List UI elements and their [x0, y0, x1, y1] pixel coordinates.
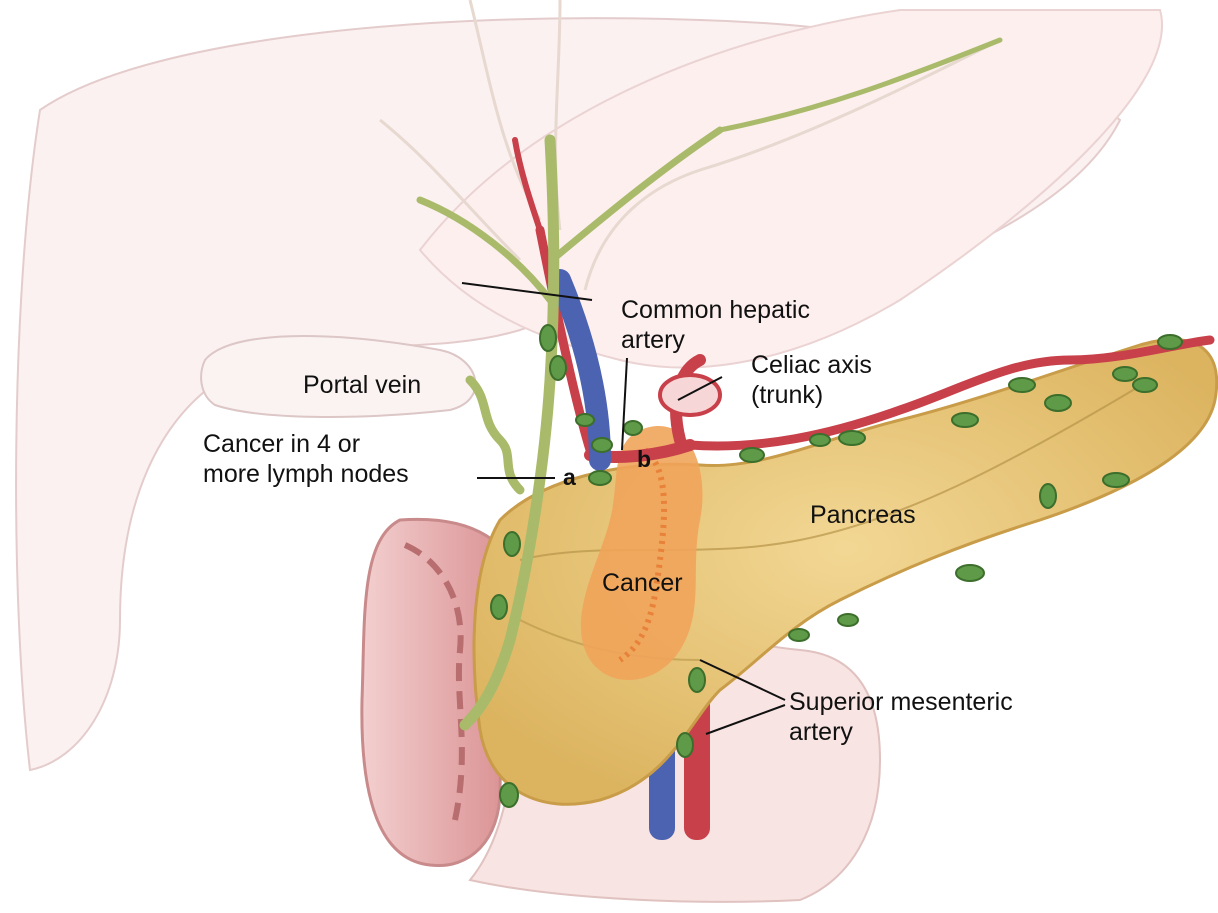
- lymph-node: [838, 614, 858, 626]
- lymph-node: [1133, 378, 1157, 392]
- lymph-node: [839, 431, 865, 445]
- lymph-node: [1040, 484, 1056, 508]
- lymph-node: [956, 565, 984, 581]
- label-line: Cancer: [602, 569, 683, 597]
- lymph-node: [952, 413, 978, 427]
- lymph-node: [550, 356, 566, 380]
- lymph-node: [500, 783, 518, 807]
- leader-line-hepatic-artery: [622, 358, 627, 450]
- lymph-node: [504, 532, 520, 556]
- lymph-node: [789, 629, 809, 641]
- label-line: Common hepatic: [621, 295, 810, 325]
- lymph-node: [1103, 473, 1129, 487]
- lymph-node: [1158, 335, 1182, 349]
- lymph-node: [592, 438, 612, 452]
- label-line: artery: [789, 717, 1013, 747]
- marker-b: b: [637, 446, 651, 473]
- label-line: Pancreas: [810, 501, 916, 529]
- celiac-axis-ring: [660, 375, 720, 415]
- lymph-node: [1113, 367, 1137, 381]
- lymph-node: [1009, 378, 1035, 392]
- label-lymph-nodes: Cancer in 4 or more lymph nodes: [203, 429, 409, 489]
- lymph-node: [689, 668, 705, 692]
- lymph-node: [624, 421, 642, 435]
- label-line: (trunk): [751, 380, 872, 410]
- label-line: Celiac axis: [751, 350, 872, 380]
- lymph-node: [740, 448, 764, 462]
- label-line: more lymph nodes: [203, 459, 409, 489]
- label-common-hepatic-artery: Common hepatic artery: [621, 295, 810, 355]
- label-portal-vein: Portal vein: [303, 370, 421, 400]
- label-celiac-axis: Celiac axis (trunk): [751, 350, 872, 410]
- lymph-node: [677, 733, 693, 757]
- lymph-node: [576, 414, 594, 426]
- lymph-node: [491, 595, 507, 619]
- marker-a: a: [563, 464, 576, 491]
- lymph-node: [810, 434, 830, 446]
- label-line: Cancer in 4 or: [203, 429, 409, 459]
- lymph-node: [589, 471, 611, 485]
- label-superior-mesenteric-artery: Superior mesenteric artery: [789, 687, 1013, 747]
- lymph-node: [540, 325, 556, 351]
- label-line: Portal vein: [303, 371, 421, 399]
- label-cancer: Cancer: [602, 568, 683, 598]
- label-line: Superior mesenteric: [789, 687, 1013, 717]
- lymph-node: [1045, 395, 1071, 411]
- label-pancreas: Pancreas: [810, 500, 916, 530]
